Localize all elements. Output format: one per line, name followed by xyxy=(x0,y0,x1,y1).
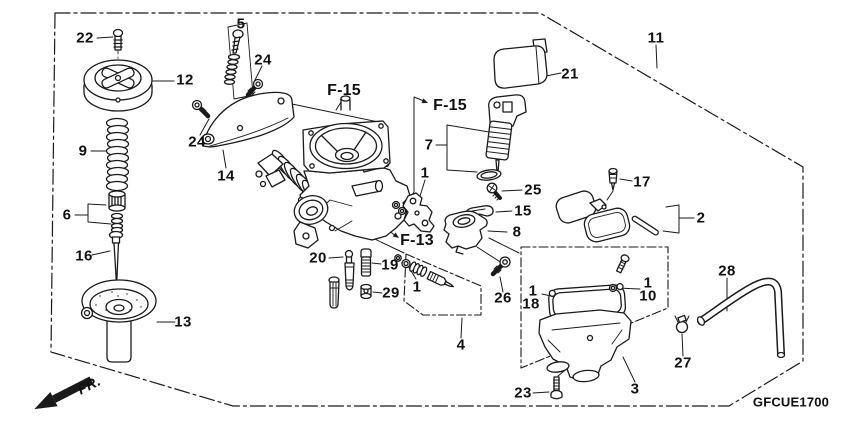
part-5-screw-set-icon xyxy=(223,22,254,100)
part-label-2: 2 xyxy=(696,209,706,227)
part-label-24-left: 24 xyxy=(188,133,206,151)
part-label-18: 18 xyxy=(522,295,540,313)
part-27-clip-icon xyxy=(674,314,690,334)
detail-box-needle-set xyxy=(403,253,482,316)
part-label-20: 20 xyxy=(309,249,327,267)
part-12-cover-icon xyxy=(83,59,153,112)
part-2-float-set-icon xyxy=(555,190,659,243)
part-label-16: 16 xyxy=(75,247,93,265)
part-22-screw-icon xyxy=(112,28,124,51)
part-label-8: 8 xyxy=(512,223,522,241)
view-ref-f13: F-13 xyxy=(400,232,434,249)
part-label-24-right: 24 xyxy=(254,51,272,69)
part-7-choke-valve-icon xyxy=(476,94,527,181)
part-17-float-valve-icon xyxy=(608,167,618,191)
part-25-screw-icon xyxy=(486,182,502,201)
part-6-holder-icon xyxy=(108,190,126,234)
part-label-15: 15 xyxy=(514,202,532,220)
part-label-1-screw: 1 xyxy=(643,274,653,292)
part-label-25: 25 xyxy=(524,181,542,199)
view-ref-f15-right: F-15 xyxy=(433,97,467,114)
part-16-needle-icon xyxy=(108,230,124,287)
part-28-hose-icon xyxy=(696,277,786,359)
part-29-nut-icon xyxy=(360,283,372,300)
part-label-6: 6 xyxy=(62,206,72,224)
part-26-screw-icon xyxy=(490,256,511,277)
part-label-23: 23 xyxy=(514,384,532,402)
part-label-3: 3 xyxy=(630,380,640,398)
part-label-10: 10 xyxy=(639,287,657,305)
part-label-29: 29 xyxy=(382,284,400,302)
part-label-13: 13 xyxy=(174,313,192,331)
part-needle-set-icon xyxy=(394,254,454,288)
part-14-bracket-icon xyxy=(201,91,295,148)
diagram-border xyxy=(50,12,804,407)
part-label-17: 17 xyxy=(633,173,651,191)
part-3-float-chamber-icon xyxy=(538,309,632,383)
detail-box-float-chamber xyxy=(520,246,669,369)
part-label-1-washer: 1 xyxy=(420,164,430,182)
diagram-code: GFCUE1700 xyxy=(752,394,830,410)
part-label-5: 5 xyxy=(236,15,246,33)
part-label-7: 7 xyxy=(424,136,434,154)
part-label-1-set: 1 xyxy=(412,278,422,296)
part-label-19: 19 xyxy=(381,256,399,274)
part-21-choke-cover-icon xyxy=(493,38,548,89)
part-20-screw-set-icon xyxy=(344,249,355,291)
part-label-28: 28 xyxy=(718,262,736,280)
view-ref-f15-left: F-15 xyxy=(327,82,361,99)
front-direction-arrow-icon xyxy=(34,376,94,410)
part-label-4: 4 xyxy=(456,336,466,354)
part-label-1-gasket: 1 xyxy=(528,282,538,300)
part-label-21: 21 xyxy=(561,65,579,83)
part-label-11: 11 xyxy=(647,29,665,47)
part-8-choke-holder-icon xyxy=(443,210,488,255)
part-19-jet-icon xyxy=(360,248,372,277)
part-plug-screw-icon xyxy=(328,276,340,309)
part-label-14: 14 xyxy=(217,167,235,185)
part-label-26: 26 xyxy=(494,289,512,307)
part-24-screw-left-icon xyxy=(191,99,211,119)
part-label-12: 12 xyxy=(176,71,194,89)
part-13-piston-icon xyxy=(80,279,157,363)
part-23-screw-icon xyxy=(550,376,563,400)
part-label-22: 22 xyxy=(76,29,94,47)
part-10-screw-icon xyxy=(608,254,630,293)
part-carburetor-body-icon xyxy=(255,95,435,249)
part-label-9: 9 xyxy=(78,142,88,160)
part-24-screw-right-icon xyxy=(245,78,264,98)
part-9-spring-icon xyxy=(105,117,130,192)
part-label-27: 27 xyxy=(674,354,692,372)
